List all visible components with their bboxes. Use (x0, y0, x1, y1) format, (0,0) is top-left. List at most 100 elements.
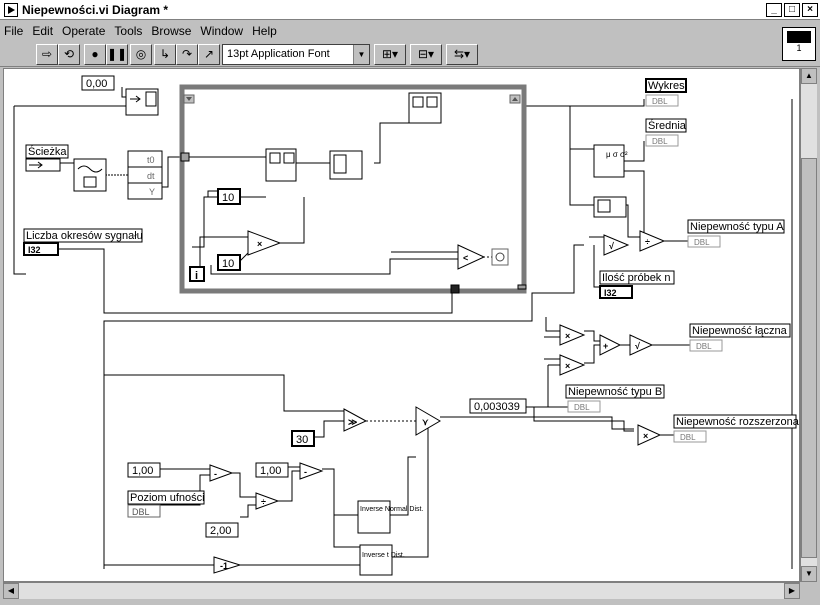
indicator-expanded[interactable]: Niepewność rozszerzona DBL (673, 414, 800, 443)
step-over-icon[interactable]: ↷ (176, 44, 198, 65)
constant-two[interactable]: 2,00 (205, 522, 239, 538)
constant-thirty[interactable]: 30 (291, 430, 315, 447)
highlight-execution-icon[interactable]: ◎ (130, 44, 152, 65)
indicator-type-b[interactable]: Niepewność typu B DBL (565, 384, 665, 413)
add-node[interactable] (599, 334, 622, 356)
divide-node[interactable] (639, 230, 666, 252)
constant-one-b[interactable]: 1,00 (255, 462, 289, 478)
svg-text:×: × (565, 331, 570, 341)
build-array-node[interactable] (125, 88, 159, 116)
sqrt-node-combined[interactable] (629, 334, 654, 356)
square-node-a[interactable] (559, 324, 586, 346)
inverse-normal-node[interactable]: Inverse Normal Dist. (357, 500, 423, 534)
statistics-node[interactable]: μ σ σ² (593, 144, 628, 178)
svg-text:Niepewność typu B: Niepewność typu B (568, 386, 662, 398)
constants: 0,00 10 10 30 1,00 1,00 2,00 0,003039 (81, 75, 527, 538)
labview-app-icon (4, 2, 18, 17)
menu-file[interactable]: File (4, 24, 24, 38)
run-continuous-icon[interactable]: ⟲ (58, 44, 80, 65)
constant-ten-a[interactable]: 10 (217, 188, 241, 205)
svg-text:I32: I32 (28, 245, 41, 255)
minimize-button[interactable]: _ (766, 2, 782, 17)
svg-text:DBL: DBL (696, 342, 712, 351)
loop-iteration-terminal[interactable]: i (189, 266, 205, 282)
sqrt-node[interactable] (603, 234, 630, 256)
indicator-samples[interactable]: Ilość próbek n I32 (599, 270, 675, 299)
distribute-icon[interactable]: ⊟▾ (410, 44, 442, 65)
abort-icon[interactable]: ● (84, 44, 106, 65)
svg-text:+: + (603, 341, 608, 351)
toolbar: ⇨ ⟲ ● ❚❚ ◎ ↳ ↷ ↗ 13pt Application Font ▼… (0, 41, 820, 67)
svg-text:<: < (463, 253, 468, 263)
menu-help[interactable]: Help (252, 24, 277, 38)
select-node-main[interactable] (415, 406, 441, 436)
align-icon[interactable]: ⊞▾ (374, 44, 406, 65)
subtract-node-b[interactable] (299, 462, 324, 480)
indicator-combined[interactable]: Niepewność łączna DBL (689, 323, 791, 352)
svg-text:DBL: DBL (652, 97, 668, 106)
run-arrow-icon[interactable]: ⇨ (36, 44, 58, 65)
multiply-node[interactable] (247, 230, 282, 256)
constant-b-value[interactable]: 0,003039 (469, 398, 527, 414)
svg-text:⋎: ⋎ (421, 417, 429, 427)
control-confidence[interactable]: Poziom ufności DBL (127, 490, 205, 518)
divide-node-b[interactable] (255, 492, 280, 510)
close-button[interactable]: × (802, 2, 818, 17)
indicator-mean[interactable]: Średnia DBL (645, 118, 687, 147)
svg-text:≫: ≫ (348, 417, 357, 427)
menu-browse[interactable]: Browse (151, 24, 192, 38)
array-size-node[interactable] (593, 196, 627, 218)
svg-text:μ σ σ²: μ σ σ² (606, 150, 628, 159)
pause-icon[interactable]: ❚❚ (106, 44, 128, 65)
inverse-t-node[interactable]: Inverse t Dist. (359, 544, 405, 576)
vertical-scrollbar[interactable]: ▲ ▼ (800, 68, 817, 582)
horizontal-scrollbar[interactable]: ◀ ▶ (3, 582, 800, 599)
vi-connector-icon[interactable]: 1 (782, 27, 816, 61)
svg-text:0,00: 0,00 (86, 78, 107, 90)
array-subset-node[interactable] (265, 148, 297, 182)
constant-one-a[interactable]: 1,00 (127, 462, 161, 478)
block-diagram-canvas[interactable]: 0,00 10 10 30 1,00 1,00 2,00 0,003039 (3, 68, 800, 582)
less-than-node[interactable] (457, 244, 486, 270)
read-file-node[interactable] (73, 158, 107, 192)
scroll-thumb[interactable] (801, 158, 817, 558)
square-node-b[interactable] (559, 354, 586, 376)
reshape-array-node[interactable] (329, 150, 363, 180)
menu-edit[interactable]: Edit (32, 24, 54, 38)
maximize-button[interactable]: □ (784, 2, 800, 17)
step-out-icon[interactable]: ↗ (198, 44, 220, 65)
vi-icon-label: 1 (796, 43, 802, 53)
control-periods[interactable]: Liczba okresów sygnału I32 (23, 228, 143, 256)
scroll-right-icon[interactable]: ▶ (784, 583, 800, 599)
svg-text:DBL: DBL (574, 403, 590, 412)
select-node[interactable] (343, 408, 368, 432)
svg-text:Poziom ufności: Poziom ufności (130, 492, 205, 504)
svg-text:Inverse Normal Dist.: Inverse Normal Dist. (360, 506, 423, 513)
scroll-left-icon[interactable]: ◀ (3, 583, 19, 599)
arithmetic-nodes (209, 230, 666, 574)
multiply-node-expanded[interactable] (637, 424, 662, 446)
subtract-node[interactable] (209, 464, 234, 482)
constant-ten-b[interactable]: 10 (217, 254, 241, 271)
svg-text:×: × (565, 361, 570, 371)
build-waveform-node[interactable]: t0 dt Y (127, 150, 163, 200)
svg-text:0,003039: 0,003039 (474, 401, 520, 413)
control-path[interactable]: Ścieżka (25, 144, 69, 172)
loop-stop-icon[interactable] (491, 248, 509, 266)
scroll-down-icon[interactable]: ▼ (801, 566, 817, 582)
font-select[interactable]: 13pt Application Font ▼ (222, 44, 370, 65)
svg-text:Niepewność łączna: Niepewność łączna (692, 325, 788, 337)
append-array-node[interactable] (408, 92, 442, 124)
step-into-icon[interactable]: ↳ (154, 44, 176, 65)
indicator-type-a[interactable]: Niepewność typu A DBL (687, 219, 785, 248)
reorder-icon[interactable]: ⇆▾ (446, 44, 478, 65)
constant-zero[interactable]: 0,00 (81, 75, 115, 91)
decrement-node[interactable] (213, 556, 242, 574)
scroll-up-icon[interactable]: ▲ (801, 68, 817, 84)
menu-tools[interactable]: Tools (114, 24, 143, 38)
while-loop[interactable] (179, 84, 527, 294)
menu-operate[interactable]: Operate (62, 24, 106, 38)
menu-window[interactable]: Window (200, 24, 244, 38)
svg-text:Wykres: Wykres (648, 80, 685, 92)
indicator-chart[interactable]: Wykres DBL (645, 78, 687, 107)
